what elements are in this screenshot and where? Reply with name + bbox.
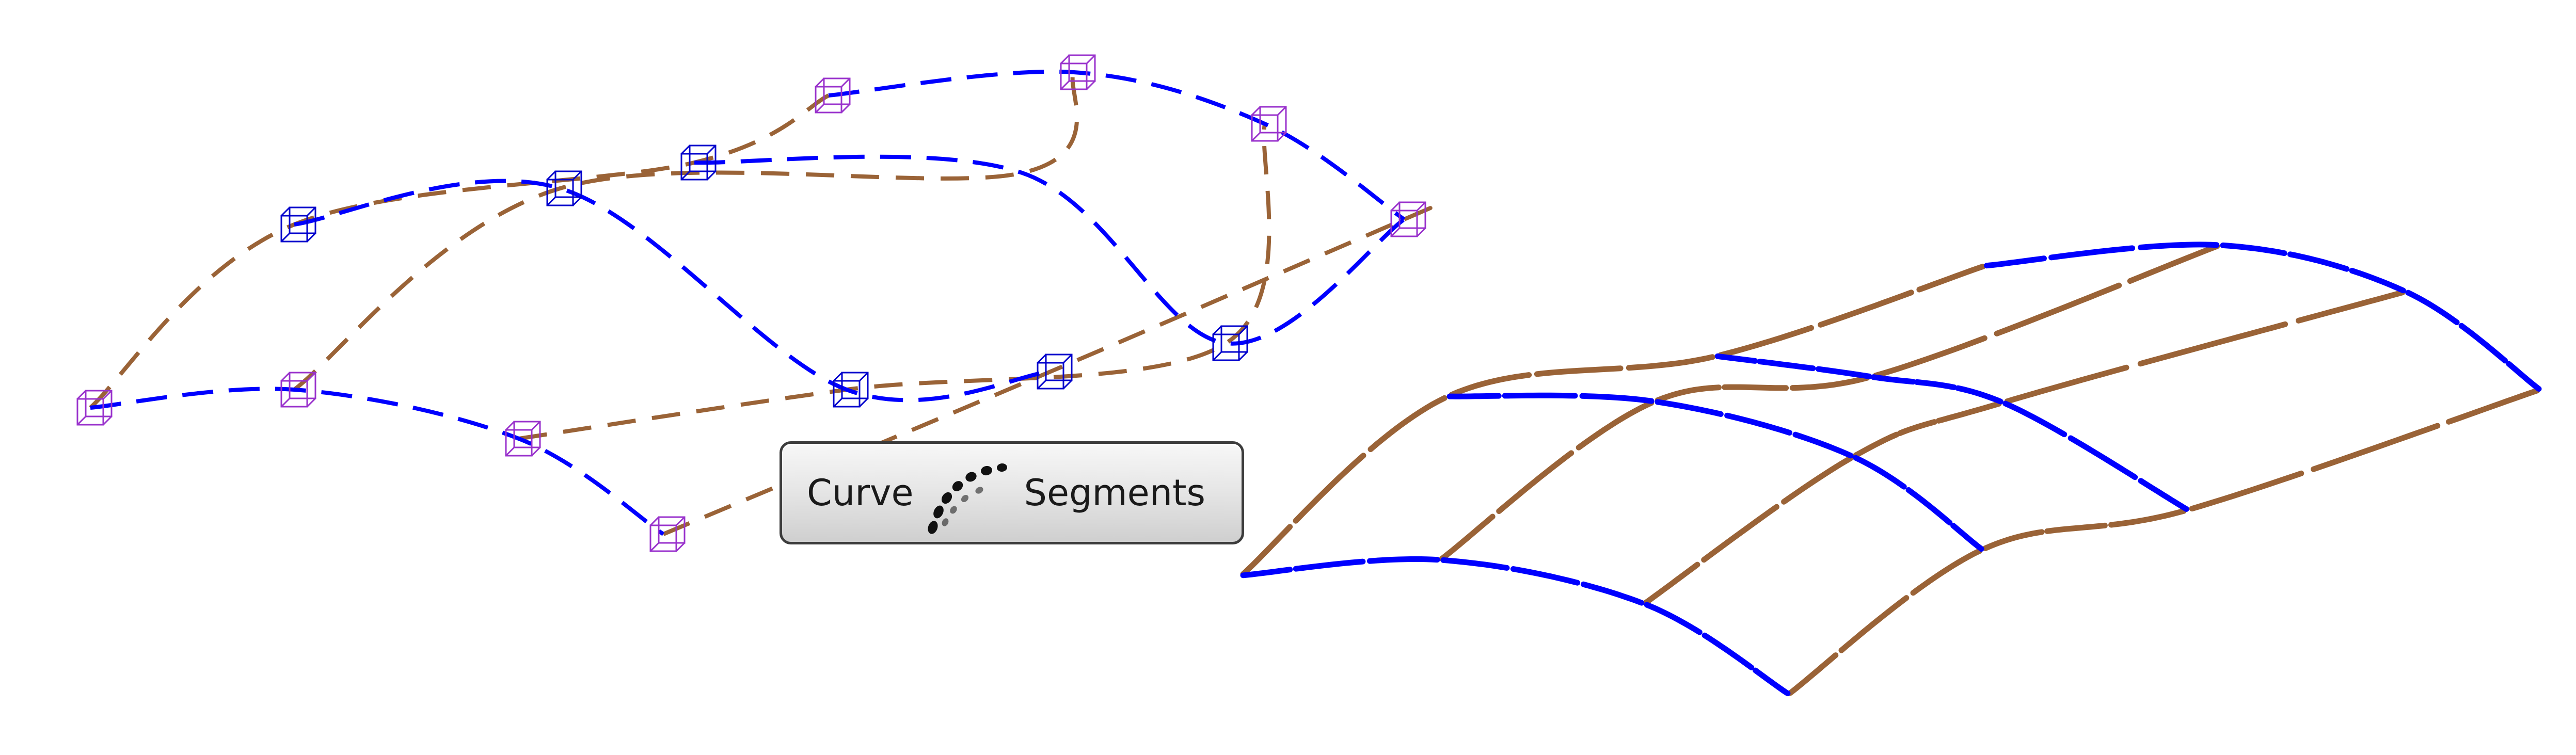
curve-segment xyxy=(2004,364,2129,405)
input-param-label[interactable]: Curve xyxy=(807,472,914,514)
control-point-icon[interactable] xyxy=(1060,54,1096,90)
curve-segment xyxy=(1510,566,1580,586)
control-point-icon[interactable] xyxy=(505,421,541,457)
curve-segment xyxy=(1984,255,2047,269)
curve-segment xyxy=(1724,412,1792,436)
control-point-icon[interactable] xyxy=(546,170,582,206)
curve-segment xyxy=(2446,388,2540,425)
dashed-v-curve xyxy=(89,93,830,409)
curve-segment xyxy=(1818,290,1914,328)
curve-segment xyxy=(1366,556,1440,564)
curve-segment xyxy=(2137,321,2288,367)
control-point-icon[interactable] xyxy=(1251,106,1287,142)
control-point-icon[interactable] xyxy=(280,372,316,408)
curve-segment xyxy=(2048,245,2135,261)
dashed-v-curve xyxy=(293,71,1079,392)
curve-segment xyxy=(1994,282,2122,336)
curve-segment xyxy=(2349,268,2406,294)
curve-segment xyxy=(1626,354,1715,371)
output-param-label[interactable]: Segments xyxy=(1024,472,1205,514)
curve-segment xyxy=(1753,667,1791,697)
curve-segment xyxy=(2220,242,2287,256)
control-point-icon[interactable] xyxy=(649,516,686,552)
curve-segment xyxy=(2405,290,2460,326)
control-point-icon[interactable] xyxy=(815,77,851,114)
curve-segment xyxy=(1718,325,1814,358)
curve-segment xyxy=(2127,243,2220,284)
curve-segment xyxy=(1935,400,2002,424)
curve-segment xyxy=(1580,581,1645,606)
curve-segment xyxy=(1293,453,1366,524)
curve-segment xyxy=(1853,455,1907,490)
dashed-u-curve xyxy=(694,154,1406,346)
curve-segment xyxy=(1897,419,1937,436)
curve-segment xyxy=(2138,242,2220,250)
curve-segment xyxy=(2138,478,2189,512)
curve-segment xyxy=(1838,595,1910,653)
control-point-icon[interactable] xyxy=(680,144,717,181)
curve-segment xyxy=(1502,392,1578,399)
curve-segment xyxy=(1579,393,1655,404)
control-point-icon[interactable] xyxy=(1212,325,1248,361)
curve-segment xyxy=(1910,548,1982,596)
curve-segment xyxy=(1702,632,1755,670)
curve-segment xyxy=(1905,487,1953,526)
curve-segment xyxy=(2311,423,2441,472)
segmented-curve-grid xyxy=(1240,242,2542,697)
curve-segment xyxy=(1714,353,1758,364)
curve-segment xyxy=(2506,361,2542,392)
curve-segment xyxy=(2068,435,2138,480)
curve-segment xyxy=(2296,290,2406,324)
curve-segment xyxy=(1701,504,1779,563)
curve-segment xyxy=(1440,557,1510,571)
curve-segment xyxy=(1367,395,1448,453)
curve-segment xyxy=(1644,602,1703,635)
curve-segment xyxy=(1950,523,1984,552)
curve-segment xyxy=(1872,335,1987,379)
curve-segment xyxy=(2458,323,2508,364)
curve-segment xyxy=(2287,251,2350,272)
dashed-u-curve xyxy=(90,387,665,536)
curve-segment xyxy=(1853,431,1900,458)
curve-segment xyxy=(1870,374,1916,385)
control-point-icon[interactable] xyxy=(76,390,113,426)
curve-segment xyxy=(1816,366,1872,379)
curve-segment xyxy=(1439,513,1496,562)
curve-segment xyxy=(1982,529,2045,551)
dashed-v-curve xyxy=(518,123,1271,441)
dashed-u-curve xyxy=(828,69,1406,221)
curve-segment xyxy=(1781,455,1854,505)
curve-segment xyxy=(1449,372,1532,398)
curve-segment xyxy=(1655,384,1722,403)
dashed-u-curve xyxy=(294,179,1051,403)
curve-segment xyxy=(1914,379,1957,390)
curve-segments-component[interactable]: Curve Segments xyxy=(780,441,1244,544)
curve-segment xyxy=(1655,399,1724,417)
curve-segment xyxy=(1534,365,1624,377)
control-points xyxy=(76,54,1426,552)
curve-segment xyxy=(1240,524,1293,577)
curve-segment xyxy=(1576,400,1655,451)
control-point-icon[interactable] xyxy=(833,372,869,408)
curve-segment xyxy=(2189,470,2304,512)
control-point-icon[interactable] xyxy=(1390,201,1426,237)
curve-segment xyxy=(1722,384,1789,391)
curve-segment xyxy=(1955,385,2003,405)
curve-segment xyxy=(1789,375,1870,391)
curve-segment xyxy=(1757,359,1816,372)
curve-segments-icon xyxy=(928,463,1007,534)
curve-segment xyxy=(2108,508,2187,528)
curve-segment xyxy=(2002,400,2068,438)
curve-segment xyxy=(1496,450,1575,514)
curve-segment xyxy=(1916,263,1986,293)
curve-segment xyxy=(1643,561,1700,606)
curve-segment xyxy=(1792,431,1854,459)
curve-segment xyxy=(1240,567,1293,579)
control-point-icon[interactable] xyxy=(1037,354,1073,390)
curve-segment xyxy=(1787,652,1839,696)
curve-segment xyxy=(2044,522,2108,534)
control-point-icon[interactable] xyxy=(280,206,316,243)
curve-segment xyxy=(1293,558,1366,572)
